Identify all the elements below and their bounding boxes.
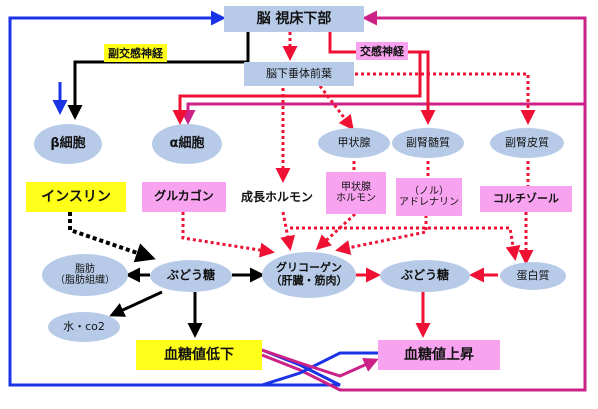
- fat-node: 脂肪 （脂肪組織）: [42, 254, 128, 296]
- parasympathetic-label: 副交感神経: [104, 44, 167, 62]
- magenta-to-alpha-arrow: [180, 102, 585, 125]
- sympathetic-to-alpha-arrow: [172, 52, 422, 125]
- pituitary-to-cortex-arrow: [355, 72, 536, 125]
- growth-hormone-label: 成長ホルモン: [240, 190, 313, 205]
- gh-to-protein-arrow: [290, 226, 521, 261]
- adrenaline-box: （ノル） アドレナリン: [396, 178, 462, 216]
- parasympathetic-arrow: [67, 32, 250, 120]
- hypothalamus-box: 脳 視床下部: [224, 6, 364, 32]
- adrenal-medulla: 副腎髄質: [392, 128, 464, 158]
- thyroid: 甲状腺: [318, 128, 390, 158]
- adrenaline-line1: （ノル）: [409, 185, 449, 197]
- glycogen-line2: （肝臓・筋肉）: [270, 274, 348, 287]
- thyroid-hormone-box: 甲状腺 ホルモン: [326, 172, 386, 214]
- water-co2-node: 水・co2: [48, 312, 120, 342]
- beta-cell: β細胞: [34, 124, 102, 164]
- protein-node: 蛋白質: [500, 262, 566, 290]
- glycogen-line1: グリコーゲン: [276, 261, 342, 275]
- feedback-loop-high: [261, 10, 587, 392]
- fat-line1: 脂肪: [75, 263, 95, 275]
- sympathetic-label: 交感神経: [356, 42, 408, 60]
- adrenal-cortex: 副腎皮質: [490, 128, 564, 158]
- bg-down-box: 血糖値低下: [136, 340, 262, 370]
- glucose-to-water-arrow: [109, 290, 163, 317]
- insulin-box: インスリン: [26, 182, 126, 212]
- insulin-to-glucose-arrow: [68, 212, 156, 263]
- cortisol-box: コルチゾール: [480, 186, 572, 212]
- glucagon-to-glycogen-arrow: [181, 212, 275, 258]
- alpha-cell: α細胞: [152, 124, 222, 164]
- feedback-loop-low: [8, 10, 341, 387]
- fat-line2: （脂肪組織）: [55, 275, 115, 286]
- bg-up-box: 血糖値上昇: [378, 340, 500, 370]
- bg-down-cross-arrow: [261, 348, 379, 378]
- thyroid-to-glycogen-arrow: [315, 212, 357, 251]
- gh-to-glycogen-arrow: [280, 211, 296, 251]
- adrenaline-to-glycogen-arrow: [335, 215, 428, 255]
- pituitary-to-thyroid-arrow: [318, 85, 354, 131]
- thyroid-hormone-line2: ホルモン: [336, 193, 376, 204]
- glucose-right: ぶどう糖: [380, 260, 470, 292]
- glucagon-box: グルカゴン: [142, 182, 226, 212]
- thyroid-hormone-line1: 甲状腺: [341, 181, 371, 193]
- adrenaline-line2: アドレナリン: [399, 197, 459, 208]
- glucose-left: ぶどう糖: [150, 260, 232, 292]
- pituitary-box: 脳下垂体前葉: [244, 62, 354, 86]
- bg-up-cross-arrow: [261, 351, 378, 387]
- glycogen-node: グリコーゲン （肝臓・筋肉）: [262, 252, 356, 298]
